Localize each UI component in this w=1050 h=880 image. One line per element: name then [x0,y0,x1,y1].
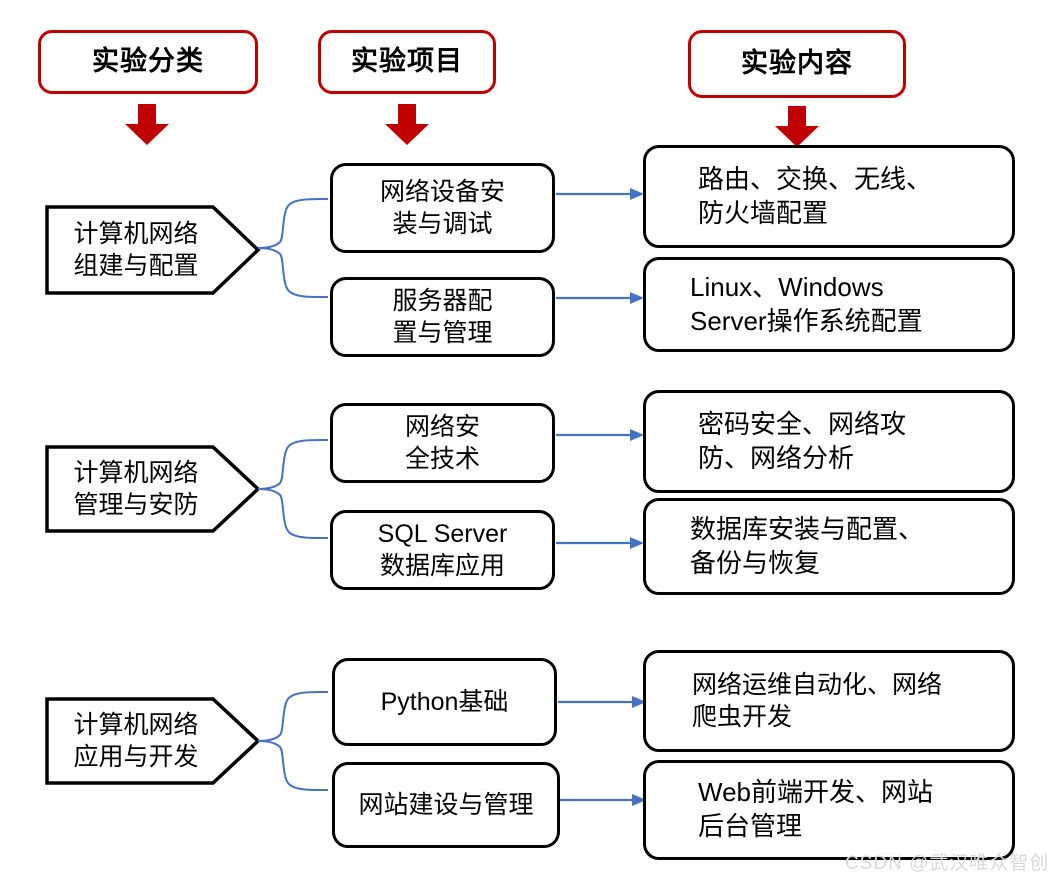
content-box-2-1-line1: 密码安全、网络攻 [698,408,907,439]
project-box-2-1-line2: 全技术 [404,445,480,473]
blue-arrow-icon-1-1 [556,188,644,200]
category-box-1: 计算机网络 组建与配置 [45,205,261,295]
blue-arrow-icon-3-2 [560,794,646,806]
content-box-2-2: 数据库安装与配置、 备份与恢复 [643,498,1015,595]
red-down-arrow-icon-project [385,104,429,145]
project-box-3-2-line1: 网站建设与管理 [358,790,534,819]
header-experiment-category-label: 实验分类 [92,46,204,77]
content-box-2-1: 密码安全、网络攻 防、网络分析 [643,390,1015,493]
pentagon-shape [45,205,261,295]
project-box-2-1: 网络安 全技术 [330,403,555,483]
content-box-2-2-line2: 备份与恢复 [690,547,821,578]
content-box-3-2-line1: Web前端开发、网站 [698,777,933,808]
content-box-1-1: 路由、交换、无线、 防火墙配置 [643,145,1015,248]
category-box-2-label: 计算机网络 管理与安防 [45,445,227,533]
pentagon-shape [45,445,261,533]
project-box-1-2-line1: 服务器配 [392,286,493,315]
project-box-2-2-line1: SQL Server [377,519,508,548]
project-box-1-1: 网络设备安 装与调试 [330,163,555,253]
content-box-2-1-line2: 防、网络分析 [698,442,855,473]
project-box-1-2: 服务器配 置与管理 [330,277,555,357]
category-box-3: 计算机网络 应用与开发 [45,697,261,785]
content-box-1-1-line1: 路由、交换、无线、 [698,163,933,194]
category-box-3-line1: 计算机网络 [73,711,199,739]
header-experiment-project: 实验项目 [318,30,496,94]
blue-arrow-icon-2-2 [556,537,644,549]
project-box-2-1-line1: 网络安 [404,412,480,441]
content-box-3-1: 网络运维自动化、网络 爬虫开发 [643,650,1015,752]
header-experiment-content-label: 实验内容 [741,48,853,79]
category-box-1-line2: 组建与配置 [73,252,199,280]
category-box-3-label: 计算机网络 应用与开发 [45,697,227,785]
red-down-arrow-icon-category [125,104,169,145]
blue-arrow-icon-1-2 [556,292,644,304]
project-box-3-2: 网站建设与管理 [332,762,560,848]
category-box-2: 计算机网络 管理与安防 [45,445,261,533]
category-box-3-line2: 应用与开发 [73,743,199,771]
project-box-1-1-line1: 网络设备安 [379,177,505,206]
content-box-1-2-line1: Linux、Windows [690,271,884,302]
header-experiment-category: 实验分类 [38,30,258,94]
csdn-watermark: CSDN @武汉唯众智创 [845,853,1050,874]
content-box-1-2: Linux、Windows Server操作系统配置 [643,257,1015,352]
project-box-3-1: Python基础 [332,658,557,746]
category-box-2-line1: 计算机网络 [73,459,199,487]
pentagon-shape [45,697,261,785]
category-box-2-line2: 管理与安防 [73,491,199,519]
red-down-arrow-icon-content [775,106,819,147]
blue-arrow-icon-3-1 [558,696,646,708]
content-box-3-2: Web前端开发、网站 后台管理 [643,760,1015,860]
bracket-connector-1 [257,197,329,299]
bracket-connector-3 [257,690,329,792]
category-box-1-label: 计算机网络 组建与配置 [45,205,227,295]
bracket-connector-2 [257,438,329,540]
project-box-2-2: SQL Server 数据库应用 [330,510,555,590]
content-box-1-2-line2: Server操作系统配置 [690,305,923,336]
blue-arrow-icon-2-1 [556,429,644,441]
project-box-1-1-line2: 装与调试 [392,210,493,238]
header-experiment-project-label: 实验项目 [351,46,463,77]
content-box-3-1-line1: 网络运维自动化、网络 [692,670,943,699]
header-experiment-content: 实验内容 [688,30,906,98]
project-box-3-1-line1: Python基础 [380,687,509,716]
project-box-2-2-line2: 数据库应用 [379,552,505,580]
project-box-1-2-line2: 置与管理 [392,319,493,347]
content-box-1-1-line2: 防火墙配置 [698,197,829,228]
category-box-1-line1: 计算机网络 [73,220,199,248]
content-box-3-1-line2: 爬虫开发 [692,703,793,731]
content-box-3-2-line2: 后台管理 [698,811,803,841]
content-box-2-2-line1: 数据库安装与配置、 [690,513,925,544]
